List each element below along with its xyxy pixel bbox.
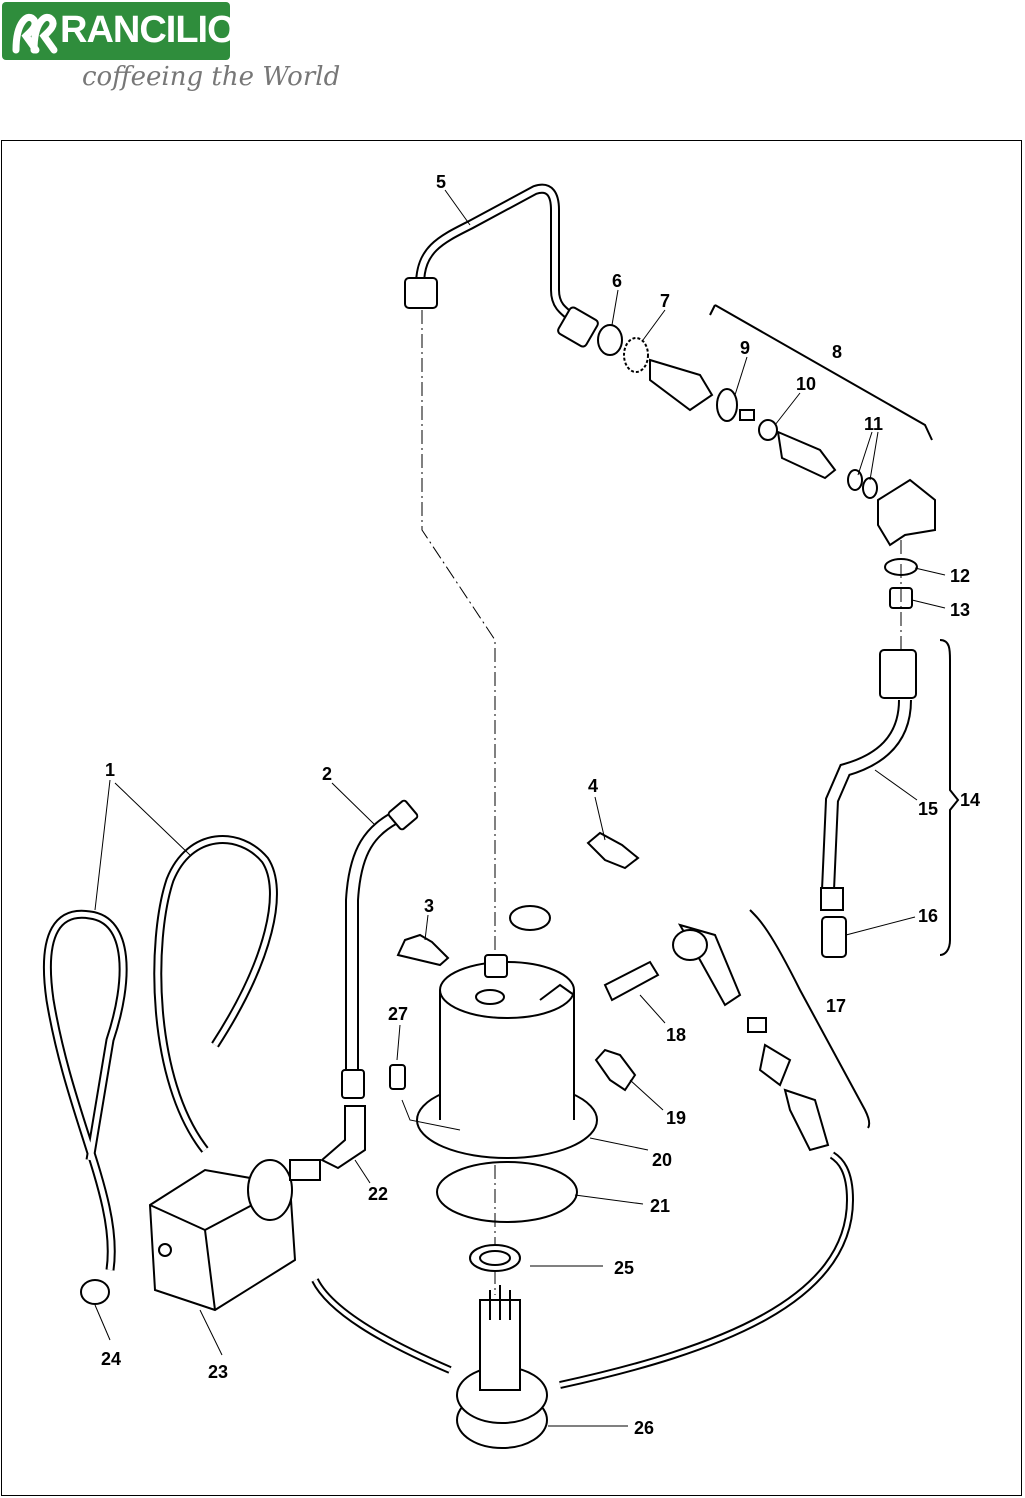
part-8-valve-assembly bbox=[649, 304, 936, 547]
callout-7: 7 bbox=[660, 291, 670, 311]
part-17-assembly bbox=[672, 909, 871, 1152]
brand-name: RANCILIO bbox=[60, 9, 237, 51]
diagram-frame bbox=[1, 140, 1022, 1496]
callout-8: 8 bbox=[832, 342, 842, 362]
callout-6: 6 bbox=[612, 271, 622, 291]
callout-1: 1 bbox=[105, 760, 115, 780]
part-24-cap bbox=[80, 1279, 110, 1305]
callout-4: 4 bbox=[588, 776, 598, 796]
callout-17: 17 bbox=[826, 996, 846, 1016]
part-5-pipe bbox=[404, 183, 599, 348]
callout-11: 11 bbox=[864, 414, 883, 434]
callout-20: 20 bbox=[652, 1150, 672, 1170]
callout-22: 22 bbox=[368, 1184, 388, 1204]
part-23-pump bbox=[148, 1159, 321, 1312]
callout-18: 18 bbox=[666, 1025, 686, 1045]
callout-26: 26 bbox=[634, 1418, 654, 1438]
part-1-hose bbox=[42, 909, 128, 1271]
callout-24: 24 bbox=[101, 1349, 121, 1369]
callout-5: 5 bbox=[436, 172, 446, 192]
part-18-fitting bbox=[603, 960, 660, 1002]
callout-19: 19 bbox=[666, 1108, 686, 1128]
part-3-clip bbox=[396, 933, 450, 967]
part-25-gasket-inner bbox=[479, 1250, 511, 1266]
bracket-14 bbox=[939, 639, 960, 956]
callout-12: 12 bbox=[950, 566, 970, 586]
callout-16: 16 bbox=[918, 906, 938, 926]
part-25-gasket bbox=[469, 1244, 521, 1272]
part-16-sleeve bbox=[821, 916, 847, 958]
callout-2: 2 bbox=[322, 764, 332, 784]
part-4-clip bbox=[586, 831, 640, 870]
callout-15: 15 bbox=[918, 799, 938, 819]
part-20-boiler bbox=[416, 954, 598, 1159]
brand-tagline: coffeeing the World bbox=[82, 62, 341, 92]
part-17-hose bbox=[311, 1151, 855, 1389]
callout-13: 13 bbox=[950, 600, 970, 620]
part-19-clip bbox=[594, 1048, 637, 1092]
brand-logo: RANCILIO bbox=[2, 2, 237, 60]
callout-14: 14 bbox=[960, 790, 980, 810]
callout-9: 9 bbox=[740, 338, 750, 358]
part-15-flexible-pipe bbox=[820, 649, 917, 911]
callout-27: 27 bbox=[388, 1004, 408, 1024]
callout-23: 23 bbox=[208, 1362, 228, 1382]
brand-mark-icon bbox=[12, 13, 58, 54]
part-22-elbow bbox=[320, 1105, 366, 1170]
part-26-heating-element bbox=[456, 1285, 548, 1449]
boiler-nut bbox=[509, 905, 551, 931]
part-27-bolt bbox=[389, 1064, 406, 1090]
part-7-washer bbox=[623, 337, 649, 373]
callout-21: 21 bbox=[650, 1196, 670, 1216]
callout-3: 3 bbox=[424, 896, 434, 916]
callout-10: 10 bbox=[796, 374, 816, 394]
part-21-gasket bbox=[436, 1161, 578, 1223]
callout-25: 25 bbox=[614, 1258, 634, 1278]
part-2-hose bbox=[341, 799, 419, 1099]
part-6-nut bbox=[597, 324, 623, 356]
